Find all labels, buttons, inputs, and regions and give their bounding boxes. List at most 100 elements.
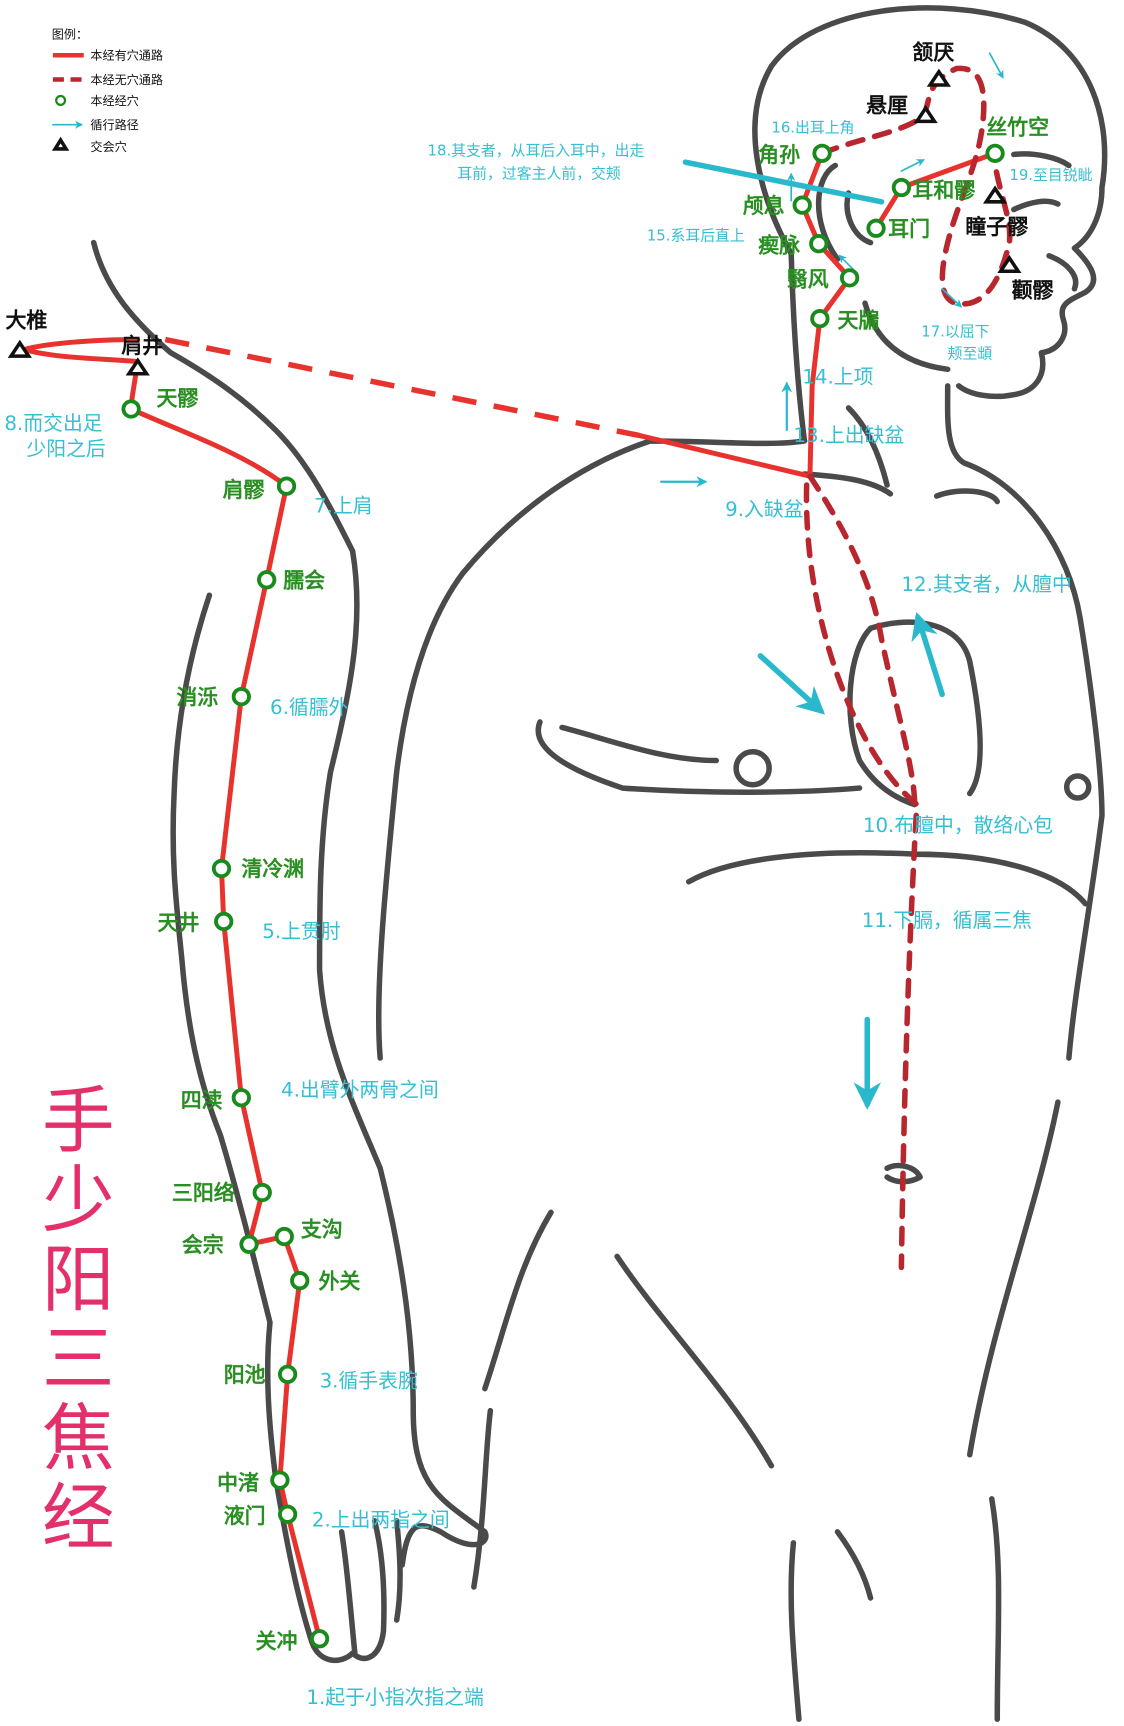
- arrow-icon: [911, 612, 945, 698]
- label-huizong: 会宗: [182, 1233, 224, 1257]
- step-9: 9.入缺盆: [725, 498, 804, 521]
- acupoint-xiaoluo[interactable]: [231, 686, 251, 707]
- legend-item: 本经有穴通路: [90, 48, 163, 63]
- acupoint-circle-icon: [55, 94, 67, 106]
- step-13: 13.上出缺盆: [793, 424, 904, 447]
- crossing-xuanli-icon[interactable]: [913, 104, 938, 124]
- label-tianliao: 天髎: [156, 387, 198, 411]
- title-char: 经: [42, 1476, 115, 1561]
- legend-item: 本经无穴通路: [90, 72, 163, 87]
- label-yangchi: 阳池: [224, 1363, 266, 1387]
- acupoint-sidu[interactable]: [231, 1088, 251, 1108]
- step-17-line2: 颊至䪼: [948, 344, 993, 362]
- title-char: 手: [42, 1079, 115, 1164]
- acupoint-sanyangluo[interactable]: [252, 1182, 272, 1203]
- legend-item: 循行路径: [90, 117, 138, 132]
- acupoint-ermen[interactable]: [866, 218, 886, 238]
- acupoint-labels: 角孙 颅息 瘈脉 翳风 天牖 耳和髎 耳门 丝竹空 天髎 肩髎 臑会 消泺 清冷…: [156, 116, 1049, 1654]
- acupoint-tianyou[interactable]: [810, 308, 830, 329]
- acupoint-zhongzhu[interactable]: [270, 1470, 290, 1490]
- step-18-line1: 18.其支者，从耳后入耳中，出走: [428, 142, 645, 160]
- crossing-hanyan-icon[interactable]: [926, 68, 951, 87]
- label-jiaosun: 角孙: [758, 143, 800, 167]
- step-12: 12.其支者，从膻中: [901, 573, 1071, 596]
- nipple-right: [1063, 773, 1092, 801]
- step-8-line2: 少阳之后: [26, 437, 105, 460]
- crossing-quanliao-icon[interactable]: [997, 254, 1022, 274]
- acupoint-waiguan[interactable]: [290, 1271, 310, 1291]
- acupoint-yemen[interactable]: [277, 1504, 298, 1524]
- acupoint-naohui[interactable]: [257, 570, 277, 590]
- step-1: 1.起于小指次指之端: [306, 1686, 484, 1709]
- title-char: 阳: [42, 1238, 115, 1323]
- acupoint-jiaosun[interactable]: [812, 143, 832, 163]
- step-15: 15.系耳后直上: [647, 226, 745, 244]
- acupoint-guanchong[interactable]: [309, 1629, 330, 1649]
- legend: 图例： 本经有穴通路 本经无穴通路 本经经穴 循行路径 交会穴: [52, 28, 163, 154]
- acupoint-qinglengyuan[interactable]: [211, 858, 232, 879]
- step-18-line2: 耳前，过客主人前，交颊: [457, 165, 621, 183]
- label-jianjing: 肩井: [121, 334, 163, 358]
- label-zhongzhu: 中渚: [217, 1471, 259, 1495]
- label-zhigou: 支沟: [301, 1218, 343, 1242]
- step-6: 6.循臑外: [270, 696, 349, 719]
- legend-item: 交会穴: [90, 139, 126, 154]
- label-guanchong: 关冲: [256, 1630, 298, 1654]
- acupoint-jianliao[interactable]: [276, 476, 297, 496]
- acupoint-tianliao[interactable]: [121, 399, 141, 419]
- acupoint-erheliao[interactable]: [891, 177, 912, 198]
- step-10: 10.布膻中，散络心包: [863, 814, 1053, 837]
- arrow-icon: [941, 288, 963, 308]
- path-arrows: [660, 52, 1004, 1110]
- step-3: 3.循手表腕: [320, 1370, 418, 1393]
- triangle-icon: [51, 136, 70, 151]
- acupoint-yangchi[interactable]: [277, 1364, 298, 1384]
- label-xiaoluo: 消泺: [176, 685, 218, 709]
- label-tianjing: 天井: [158, 911, 200, 935]
- label-hanyan: 颔厌: [912, 41, 954, 65]
- acupoint-tianjing[interactable]: [214, 911, 234, 932]
- acupoints: [121, 143, 1005, 1649]
- label-tongziliao: 瞳子髎: [965, 215, 1028, 239]
- label-qinglengyuan: 清冷渊: [241, 857, 304, 881]
- step-16: 16.出耳上角: [771, 118, 854, 136]
- acupoint-yifeng[interactable]: [839, 268, 860, 288]
- arrow-icon: [900, 159, 925, 172]
- crossing-dazhui-icon[interactable]: [7, 339, 32, 358]
- step-17-line1: 17.以屈下: [921, 322, 989, 340]
- acupoint-sizhukong[interactable]: [985, 143, 1005, 163]
- step-19: 19.至目锐眦: [1009, 166, 1092, 184]
- step-7: 7.上肩: [314, 495, 373, 518]
- label-luxi: 颅息: [743, 194, 785, 218]
- acupoint-chimai[interactable]: [809, 234, 829, 254]
- acupoint-luxi[interactable]: [792, 195, 812, 215]
- label-yemen: 液门: [224, 1504, 266, 1528]
- crossing-jianjing-icon[interactable]: [125, 357, 150, 376]
- step-14: 14.上项: [802, 366, 873, 389]
- crossing-labels: 大椎 肩井 颔厌 悬厘 瞳子髎 颧髎: [6, 41, 1054, 358]
- label-jianliao: 肩髎: [223, 478, 265, 502]
- title-char: 三: [42, 1317, 115, 1402]
- label-quanliao: 颧髎: [1012, 279, 1054, 303]
- acupoint-huizong[interactable]: [239, 1234, 259, 1254]
- nipple-left: [733, 748, 772, 788]
- step-11: 11.下膈，循属三焦: [862, 909, 1032, 932]
- label-naohui: 臑会: [283, 569, 325, 593]
- label-sidu: 四渎: [181, 1089, 223, 1113]
- title-char: 焦: [42, 1397, 115, 1482]
- label-tianyou: 天牖: [837, 308, 879, 332]
- label-sanyangluo: 三阳络: [172, 1181, 235, 1205]
- step-8-line1: 8.而交出足: [4, 412, 102, 435]
- step-labels: 1.起于小指次指之端 2.上出两指之间 3.循手表腕 4.出臂外两骨之间 5.上…: [4, 118, 1092, 1708]
- step-4: 4.出臂外两骨之间: [281, 1079, 439, 1102]
- acupoint-zhigou[interactable]: [274, 1226, 294, 1247]
- step-2: 2.上出两指之间: [312, 1508, 450, 1531]
- arrow-icon: [988, 52, 1004, 79]
- label-chimai: 瘈脉: [758, 234, 801, 258]
- label-erheliao: 耳和髎: [912, 178, 975, 202]
- legend-title: 图例：: [52, 28, 88, 42]
- branch-line: [682, 159, 885, 205]
- label-yifeng: 翳风: [787, 268, 829, 292]
- crossing-tongziliao-icon[interactable]: [982, 185, 1008, 204]
